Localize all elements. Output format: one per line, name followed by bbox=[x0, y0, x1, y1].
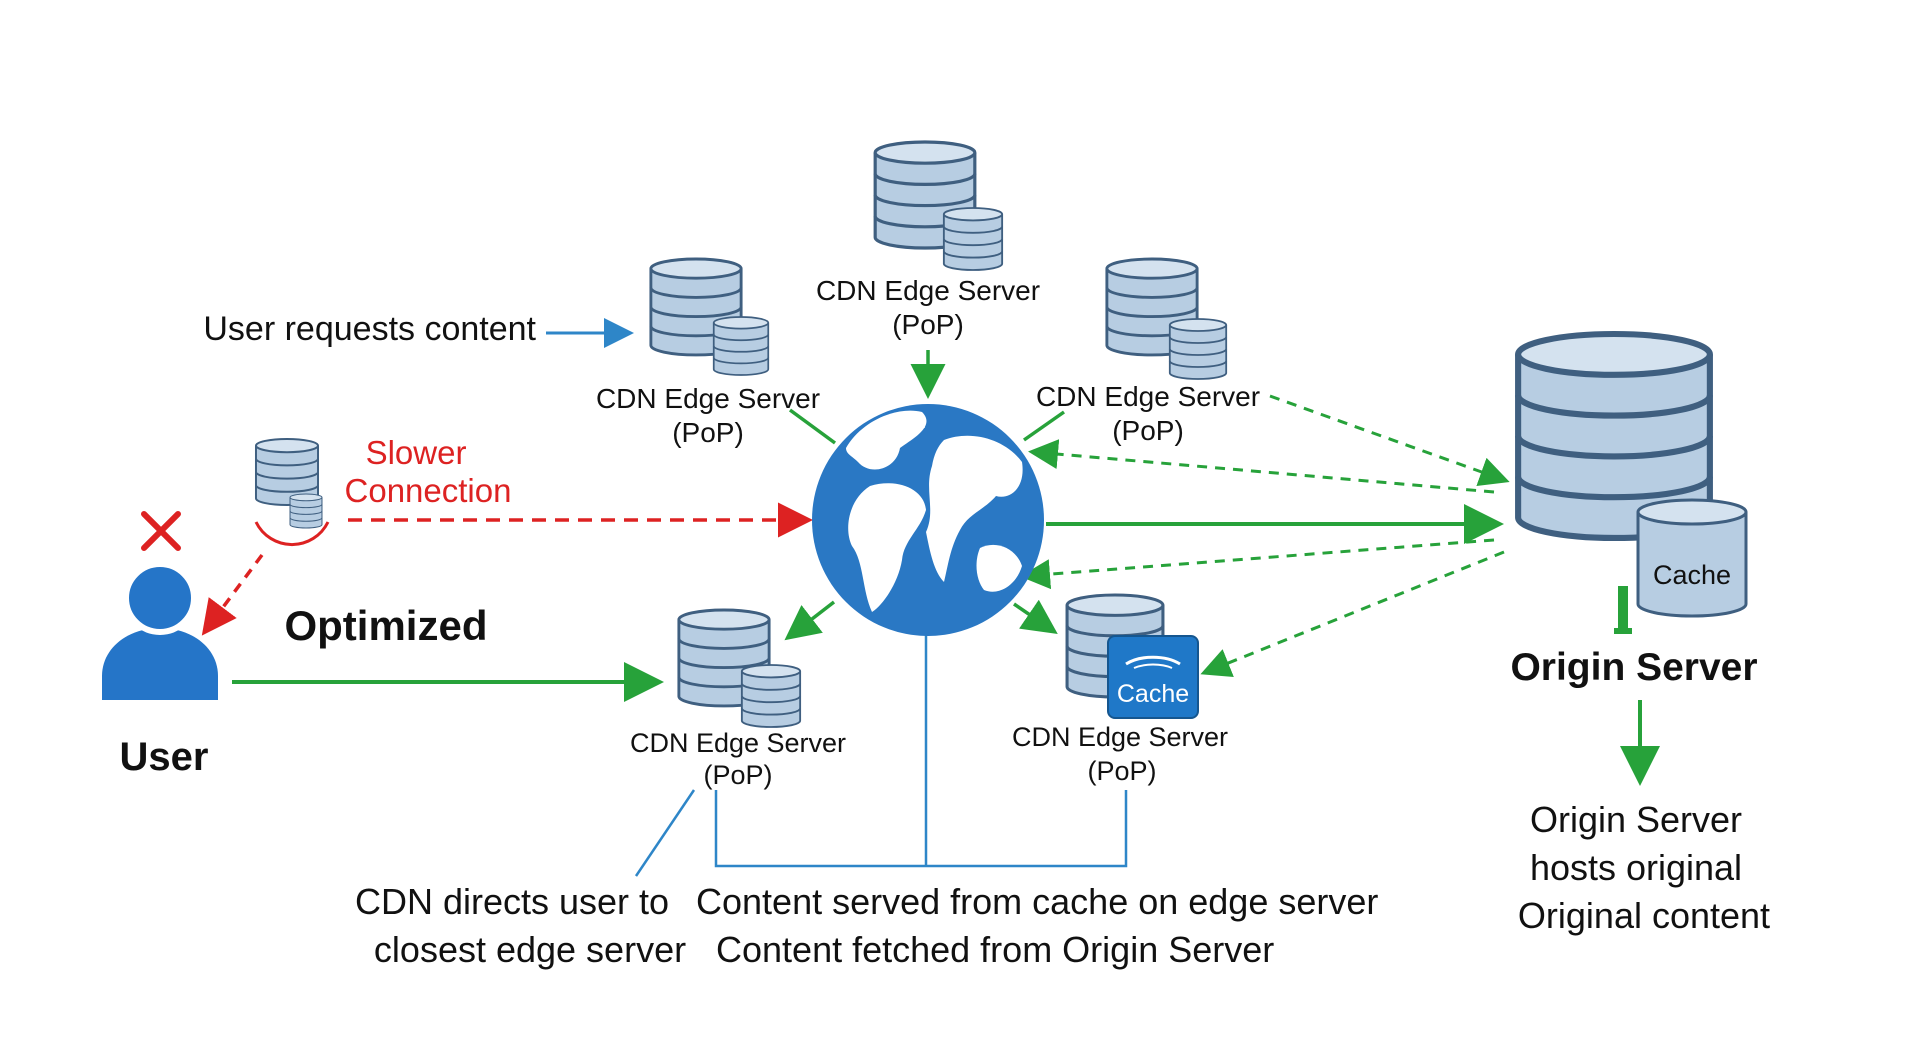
optimized-label: Optimized bbox=[284, 602, 487, 649]
origin-cache-cylinder: Cache bbox=[1636, 498, 1748, 618]
edge-server-left bbox=[649, 257, 770, 377]
database-icon bbox=[1168, 317, 1228, 381]
origin-cache-label: Cache bbox=[1653, 560, 1731, 590]
cdn-directs-line-1: CDN directs user to bbox=[355, 881, 669, 922]
globe-to-bottom-left-edge-arrow bbox=[784, 600, 836, 641]
right-edge-title: CDN Edge Server bbox=[1036, 381, 1260, 412]
database-icon bbox=[942, 206, 1004, 272]
database-icon bbox=[740, 663, 802, 729]
user-requests-label: User requests content bbox=[203, 310, 536, 348]
slow-server-arc bbox=[254, 521, 330, 546]
cdn-directs-pointer bbox=[634, 789, 696, 877]
left-edge-pop: (PoP) bbox=[672, 417, 744, 448]
slower-label: Slower bbox=[366, 434, 467, 471]
right-edge-to-origin-dashed bbox=[1269, 394, 1510, 487]
right-edge-pop: (PoP) bbox=[1112, 415, 1184, 446]
origin-desc-line-3: Original content bbox=[1518, 895, 1770, 936]
content-fetched-label: Content fetched from Origin Server bbox=[716, 929, 1274, 970]
connectors bbox=[201, 318, 1660, 877]
edge-server-right bbox=[1105, 257, 1228, 381]
top-edge-title: CDN Edge Server bbox=[816, 275, 1040, 306]
cache-arc-icon bbox=[1125, 655, 1181, 666]
left-edge-title: CDN Edge Server bbox=[596, 383, 820, 414]
origin-desc-line-2: hosts original bbox=[1530, 847, 1742, 888]
right-edge-to-globe-line bbox=[1022, 410, 1066, 442]
edge-server-bottom-right: Cache bbox=[1065, 593, 1199, 719]
slow-server-to-user-arrow bbox=[201, 553, 264, 636]
bottom-left-edge-pop: (PoP) bbox=[703, 760, 772, 790]
origin-server-icon: Cache bbox=[1518, 334, 1748, 618]
database-icon bbox=[712, 315, 770, 377]
content-served-label: Content served from cache on edge server bbox=[696, 881, 1378, 922]
content-bracket bbox=[714, 790, 1128, 868]
origin-to-cache-edge-dashed bbox=[1200, 550, 1505, 677]
cache-badge-label: Cache bbox=[1117, 680, 1189, 708]
cache-badge bbox=[1107, 635, 1199, 719]
origin-desc-line-1: Origin Server bbox=[1530, 799, 1742, 840]
edge-server-bottom-left bbox=[677, 608, 802, 729]
cdn-directs-line-2: closest edge server bbox=[374, 929, 686, 970]
origin-server-title: Origin Server bbox=[1510, 646, 1757, 689]
globe-icon bbox=[812, 404, 1044, 636]
top-edge-pop: (PoP) bbox=[892, 309, 964, 340]
bottom-right-edge-pop: (PoP) bbox=[1087, 756, 1156, 786]
user-label: User bbox=[120, 735, 209, 779]
database-icon bbox=[289, 493, 323, 529]
left-edge-to-globe-line bbox=[788, 408, 837, 445]
slow-server bbox=[254, 437, 330, 546]
origin-cache-connector-stem bbox=[1618, 586, 1628, 632]
origin-to-globe-dashed-lower bbox=[1020, 538, 1495, 590]
globe-to-bottom-right-edge-arrow bbox=[1013, 599, 1058, 634]
user-icon bbox=[102, 561, 218, 700]
edge-server-top bbox=[875, 142, 1004, 272]
bottom-left-edge-title: CDN Edge Server bbox=[630, 728, 846, 758]
x-mark-icon bbox=[141, 511, 181, 551]
origin-to-globe-dashed-upper bbox=[1028, 439, 1495, 494]
connection-label: Connection bbox=[345, 472, 512, 509]
cache-arc-icon-inner bbox=[1133, 663, 1173, 669]
bottom-right-edge-title: CDN Edge Server bbox=[1012, 722, 1228, 752]
